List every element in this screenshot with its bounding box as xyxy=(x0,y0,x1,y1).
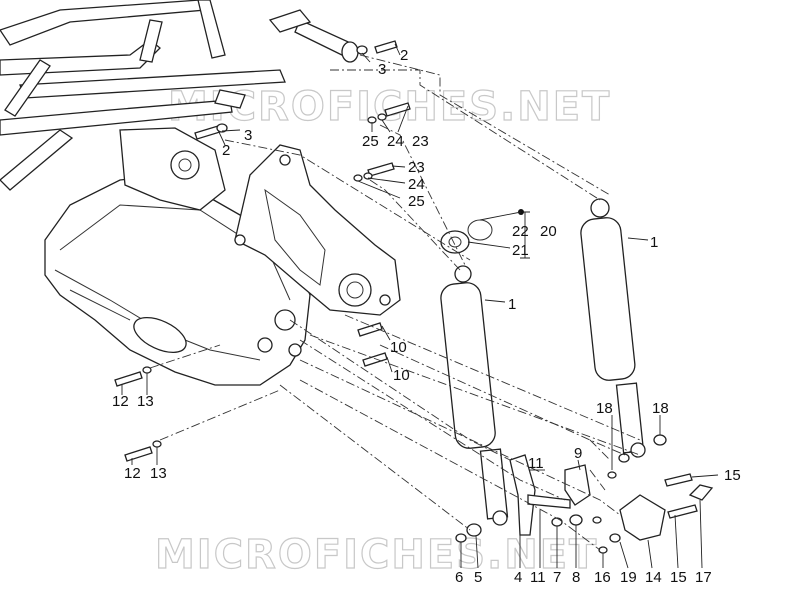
callout-15: 15 xyxy=(670,569,687,586)
callout-labels: 2 3 2 3 25 24 23 23 24 25 22 20 21 1 1 1… xyxy=(112,47,741,586)
callout-11: 11 xyxy=(530,569,546,586)
callout-18: 18 xyxy=(652,400,669,417)
callout-12: 12 xyxy=(124,465,141,482)
callout-17: 17 xyxy=(695,569,712,586)
callout-24: 24 xyxy=(408,176,425,193)
callout-7: 7 xyxy=(553,569,561,586)
callout-14: 14 xyxy=(645,569,662,586)
callout-6: 6 xyxy=(455,569,463,586)
callout-18: 18 xyxy=(596,400,613,417)
callout-4: 4 xyxy=(514,569,522,586)
frame-tubes xyxy=(0,0,359,191)
circlip xyxy=(467,219,493,241)
callout-23: 23 xyxy=(412,133,429,150)
callout-3: 3 xyxy=(244,127,252,144)
assembly-lines xyxy=(149,54,641,551)
callout-13: 13 xyxy=(137,393,154,410)
callout-2: 2 xyxy=(222,142,230,159)
callout-21: 21 xyxy=(512,242,529,259)
watermark-top: MICROFICHES.NET xyxy=(168,84,611,130)
swingarm-bracket xyxy=(234,144,401,316)
watermark-bottom: MICROFICHES.NET xyxy=(155,532,598,578)
callout-22: 22 xyxy=(512,223,529,240)
callout-25: 25 xyxy=(362,133,379,150)
callout-25: 25 xyxy=(408,193,425,210)
callout-9: 9 xyxy=(574,445,582,462)
callout-15: 15 xyxy=(724,467,741,484)
bolts-and-washers xyxy=(114,40,714,554)
shock-absorber-right xyxy=(580,198,646,458)
callout-13: 13 xyxy=(150,465,167,482)
callout-12: 12 xyxy=(112,393,129,410)
callout-10: 10 xyxy=(393,367,410,384)
bearing xyxy=(440,230,470,254)
lower-bracket-right xyxy=(619,494,666,541)
callout-10: 10 xyxy=(390,339,407,356)
callout-2: 2 xyxy=(400,47,408,64)
lower-bracket-left xyxy=(509,454,591,536)
callout-8: 8 xyxy=(572,569,580,586)
callout-19: 19 xyxy=(620,569,637,586)
callout-24: 24 xyxy=(387,133,404,150)
callout-11: 11 xyxy=(528,455,544,472)
callout-3: 3 xyxy=(378,61,386,78)
callout-1: 1 xyxy=(508,296,516,313)
callout-20: 20 xyxy=(540,223,557,240)
callout-1: 1 xyxy=(650,234,658,251)
callout-16: 16 xyxy=(594,569,611,586)
leader-lines xyxy=(121,43,719,569)
callout-5: 5 xyxy=(474,569,482,586)
shock-absorber-left xyxy=(440,265,509,526)
callout-23: 23 xyxy=(408,159,425,176)
